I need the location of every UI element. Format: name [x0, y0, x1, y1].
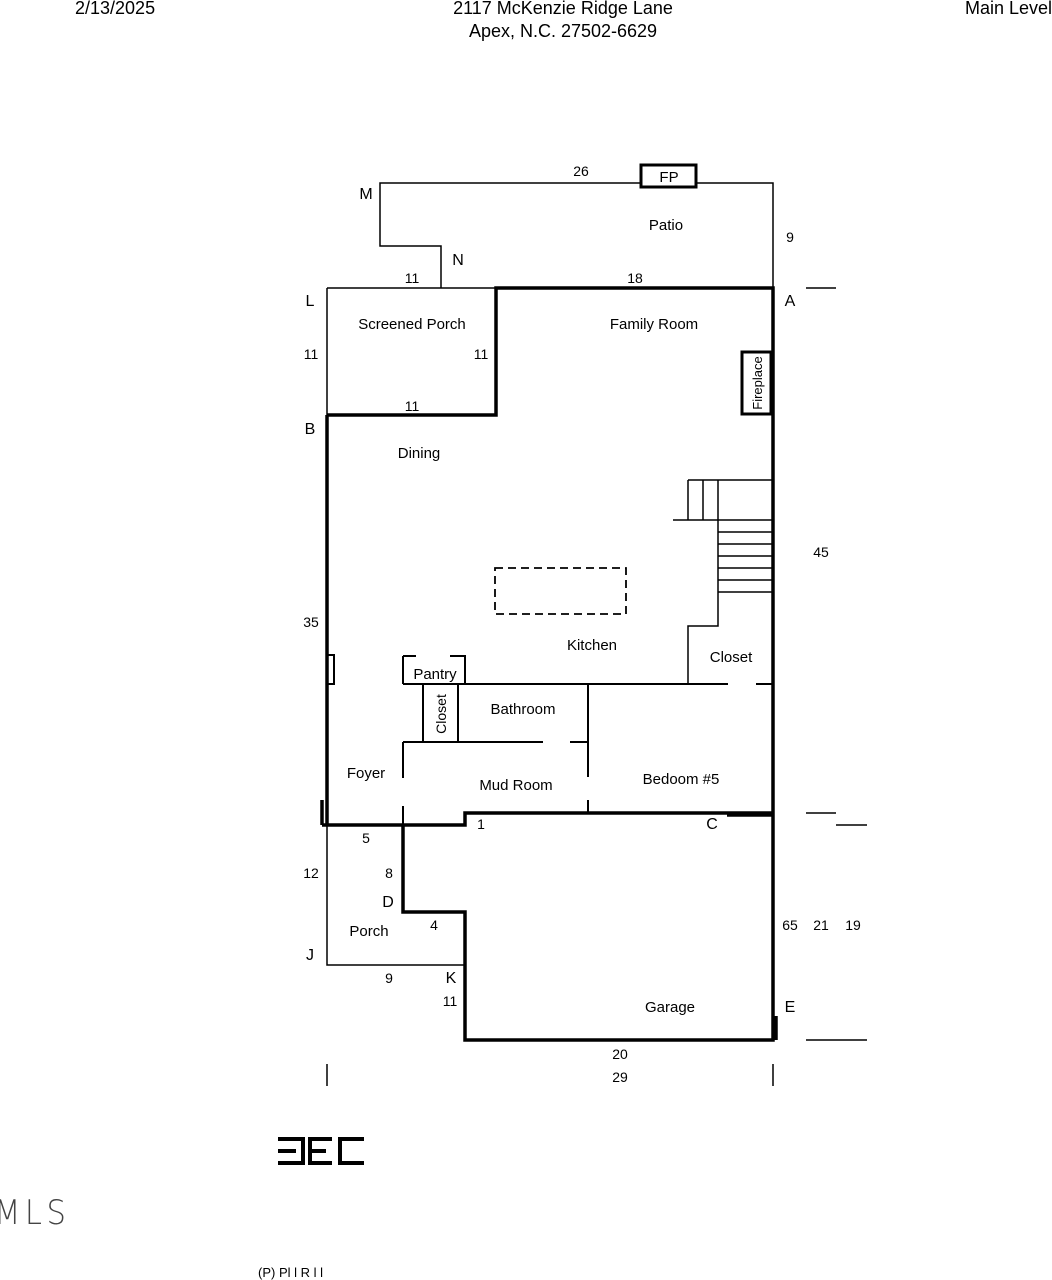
point-b: B — [305, 421, 316, 438]
kitchen-label: Kitchen — [567, 637, 617, 654]
pantry-label: Pantry — [413, 666, 457, 683]
dim-n-left: 11 — [405, 270, 420, 286]
bedroom-5-label: Bedoom #5 — [643, 771, 720, 788]
dim-sp-right: 11 — [474, 346, 489, 362]
screened-porch-outline — [326, 287, 496, 415]
dim-porch-12: 12 — [303, 865, 319, 881]
dim-g-21: 21 — [813, 917, 829, 933]
garage-outline — [401, 815, 775, 1042]
address-block: 2117 McKenzie Ridge Lane Apex, N.C. 2750… — [0, 0, 1052, 43]
dim-patio-top: 26 — [573, 163, 589, 179]
dining-label: Dining — [398, 445, 441, 462]
closet-label: Closet — [710, 649, 753, 666]
porch-outline — [326, 825, 465, 966]
point-e: E — [785, 999, 796, 1016]
fireplace-box — [740, 350, 773, 416]
point-m: M — [359, 186, 372, 203]
print-date: 2/13/2025 — [75, 0, 156, 18]
house-outline — [327, 286, 775, 815]
fp-label: FP — [659, 169, 678, 186]
foyer-label: Foyer — [347, 765, 385, 782]
stairs — [673, 479, 773, 684]
dim-overall-bottom: 29 — [612, 1069, 628, 1085]
patio-outline — [379, 182, 774, 288]
dimension-ticks — [326, 287, 867, 1086]
dim-family-top: 18 — [627, 270, 643, 286]
point-j: J — [306, 947, 314, 964]
dim-c-1: 1 — [477, 816, 485, 832]
house-front-wall — [322, 811, 773, 827]
screened-porch-label: Screened Porch — [358, 316, 466, 333]
dim-patio-right: 9 — [786, 229, 794, 245]
point-a: A — [785, 293, 796, 310]
address-line-1: 2117 McKenzie Ridge Lane — [453, 0, 673, 18]
dim-porch-8: 8 — [385, 865, 393, 881]
dim-g-19: 19 — [845, 917, 861, 933]
mud-room-label: Mud Room — [479, 777, 552, 794]
dim-sp-bottom: 11 — [405, 398, 420, 414]
patio-label: Patio — [649, 217, 683, 234]
point-k: K — [446, 970, 457, 987]
dim-porch-4: 4 — [430, 917, 438, 933]
dim-k-11: 11 — [443, 993, 458, 1009]
dim-g-65: 65 — [782, 917, 798, 933]
bathroom-label: Bathroom — [490, 701, 555, 718]
point-l: L — [306, 293, 315, 310]
garage-label: Garage — [645, 999, 695, 1016]
dim-sp-left: 11 — [304, 346, 319, 362]
dim-porch-9: 9 — [385, 970, 393, 986]
family-room-label: Family Room — [610, 316, 698, 333]
company-logo-mark — [278, 1137, 364, 1165]
point-d: D — [382, 894, 394, 911]
dim-right-45: 45 — [813, 544, 829, 560]
fireplace-label: Fireplace — [750, 356, 765, 409]
level-label: Main Level — [964, 0, 1052, 18]
point-c: C — [706, 816, 718, 833]
porch-label: Porch — [349, 923, 388, 940]
mls-logo: MLS — [0, 1193, 71, 1233]
interior-walls — [327, 654, 773, 825]
small-closet-label: Closet — [433, 694, 449, 734]
kitchen-island — [494, 567, 627, 615]
address-line-2: Apex, N.C. 27502-6629 — [468, 21, 658, 41]
point-n: N — [452, 252, 464, 269]
dim-left-35: 35 — [303, 614, 319, 630]
dim-garage-bottom: 20 — [612, 1046, 628, 1062]
fp-box — [639, 163, 698, 189]
dim-foyer-5: 5 — [362, 830, 370, 846]
